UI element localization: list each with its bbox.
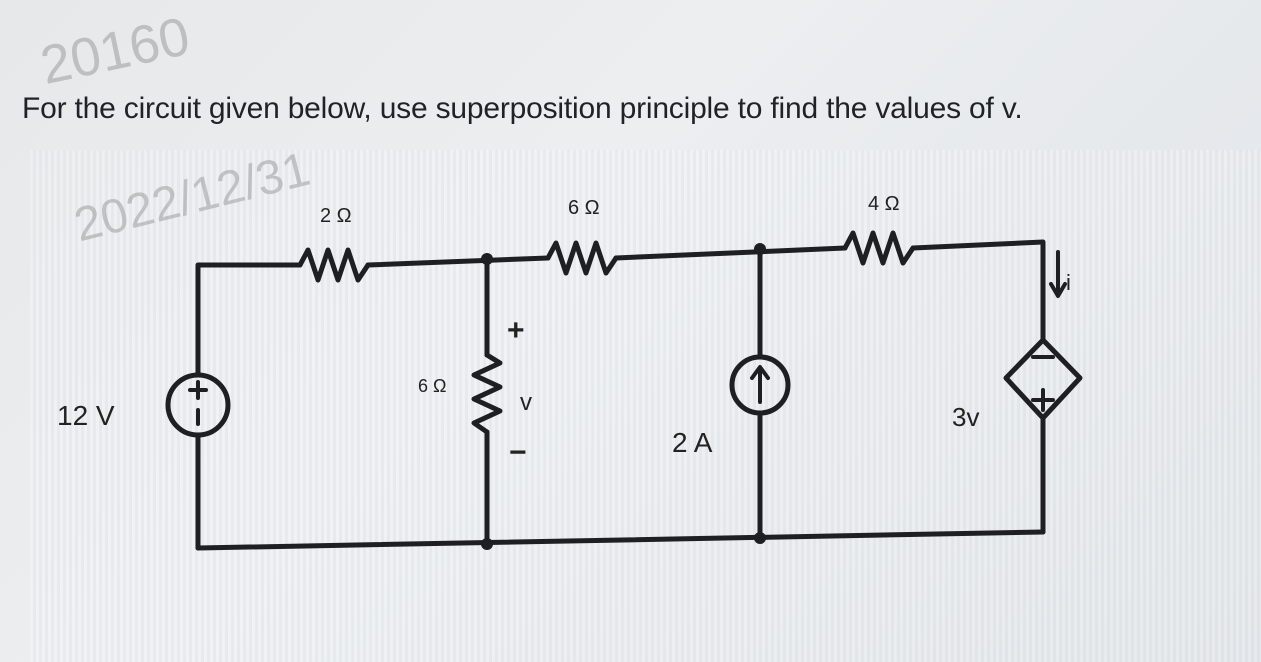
- wire-top-right: [910, 239, 1046, 343]
- wire-top-b: [613, 245, 848, 261]
- resistor-6ohm-vertical: [471, 352, 503, 435]
- question-text: For the circuit given below, use superpo…: [22, 92, 1023, 125]
- label-voltage-source: 12 V: [57, 400, 115, 431]
- current-source-arrowhead: [750, 365, 770, 380]
- label-dependent-source: 3v: [952, 402, 979, 432]
- junction-node: [754, 243, 766, 255]
- wire-bottom: [195, 529, 1046, 551]
- label-resistor-6ohm-top: 6 Ω: [568, 197, 600, 219]
- resistor-4ohm: [842, 230, 916, 266]
- wire-top-left: [195, 262, 303, 378]
- label-resistor-6ohm-vertical: 6 Ω: [418, 376, 446, 396]
- junction-node: [481, 538, 493, 550]
- label-voltage-minus: −: [509, 436, 527, 469]
- label-voltage-plus: +: [507, 314, 525, 347]
- current-i-arrowhead: [1049, 282, 1067, 298]
- label-current-source: 2 A: [672, 427, 713, 458]
- label-voltage-v: v: [520, 389, 532, 416]
- junction-node: [754, 532, 766, 544]
- label-resistor-2ohm: 2 Ω: [320, 205, 352, 227]
- voltage-source-symbol: [165, 372, 231, 438]
- resistor-2ohm: [297, 247, 371, 283]
- label-resistor-4ohm: 4 Ω: [868, 193, 900, 215]
- label-current-i: i: [1066, 270, 1071, 295]
- junction-node: [481, 253, 493, 265]
- resistor-6ohm-top: [545, 240, 619, 276]
- wire-top-a: [365, 255, 551, 268]
